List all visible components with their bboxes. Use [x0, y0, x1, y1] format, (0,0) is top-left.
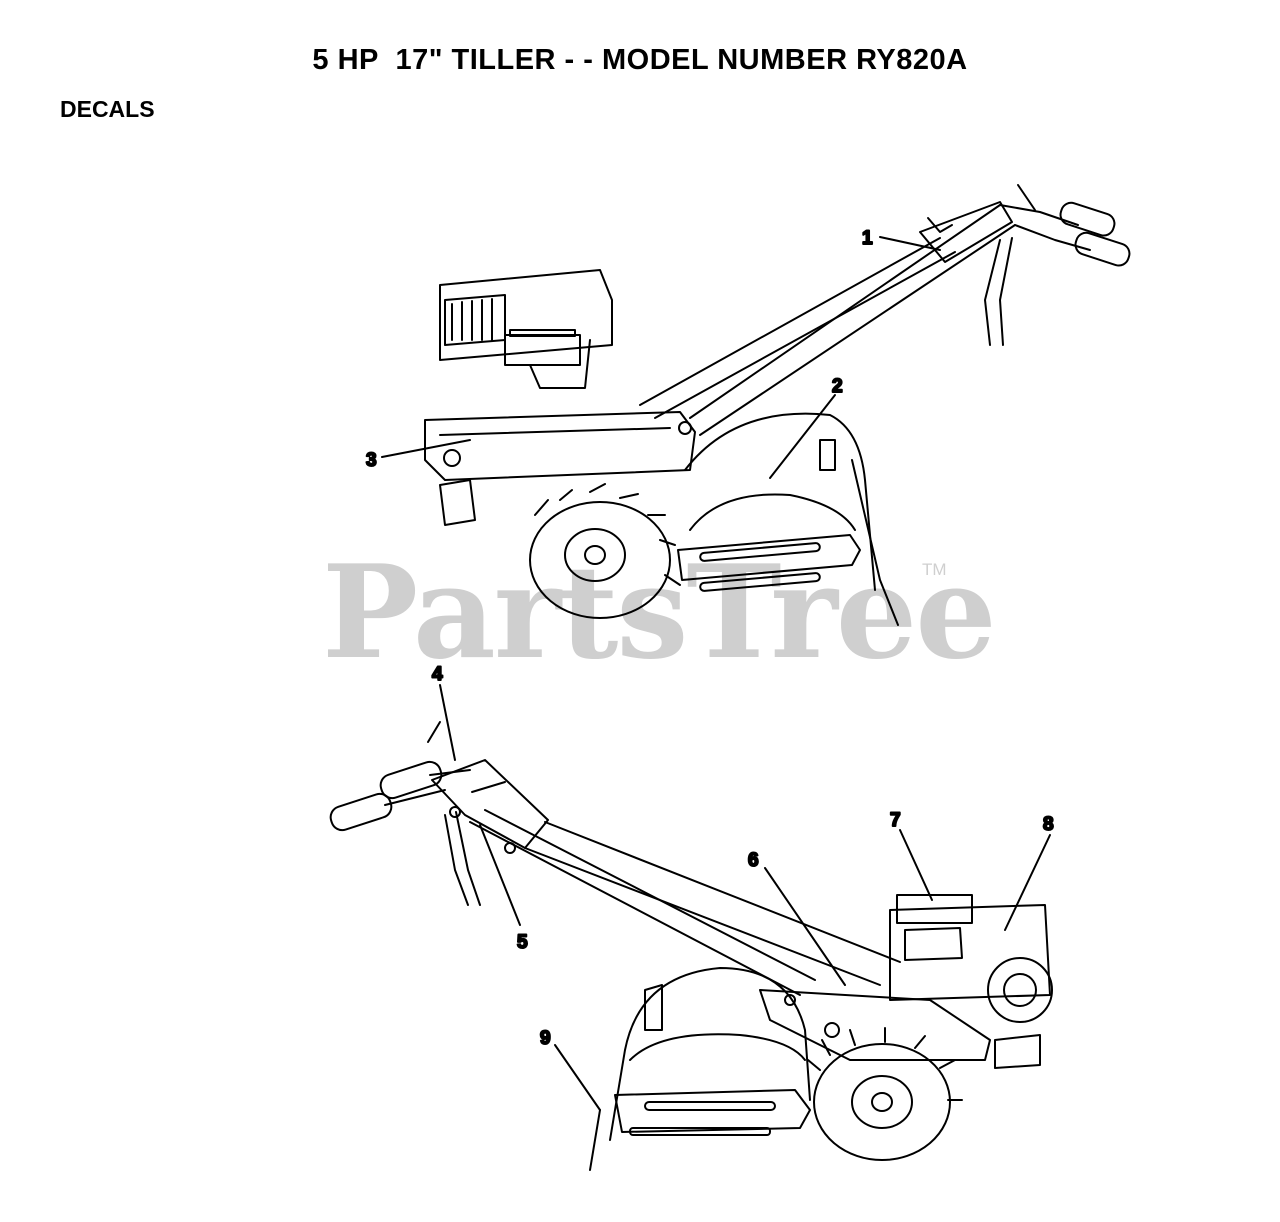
tiller-view-bottom [329, 721, 1053, 1171]
tiller-view-top [424, 184, 1131, 626]
callout-3: 3 [366, 450, 377, 471]
callout-1: 1 [862, 228, 873, 249]
watermark: PartsTree [322, 538, 997, 688]
callout-5: 5 [517, 932, 528, 953]
section-heading: DECALS [60, 96, 155, 122]
callout-6: 6 [748, 850, 759, 871]
callout-8: 8 [1043, 814, 1054, 835]
callout-7: 7 [890, 810, 901, 831]
page-title: 5 HP 17" TILLER - - MODEL NUMBER RY820A [312, 44, 968, 76]
callout-leaders [381, 236, 1051, 1111]
callout-2: 2 [832, 376, 843, 397]
callout-9: 9 [540, 1028, 551, 1049]
watermark-trademark: TM [922, 560, 947, 579]
callout-4: 4 [432, 664, 443, 685]
